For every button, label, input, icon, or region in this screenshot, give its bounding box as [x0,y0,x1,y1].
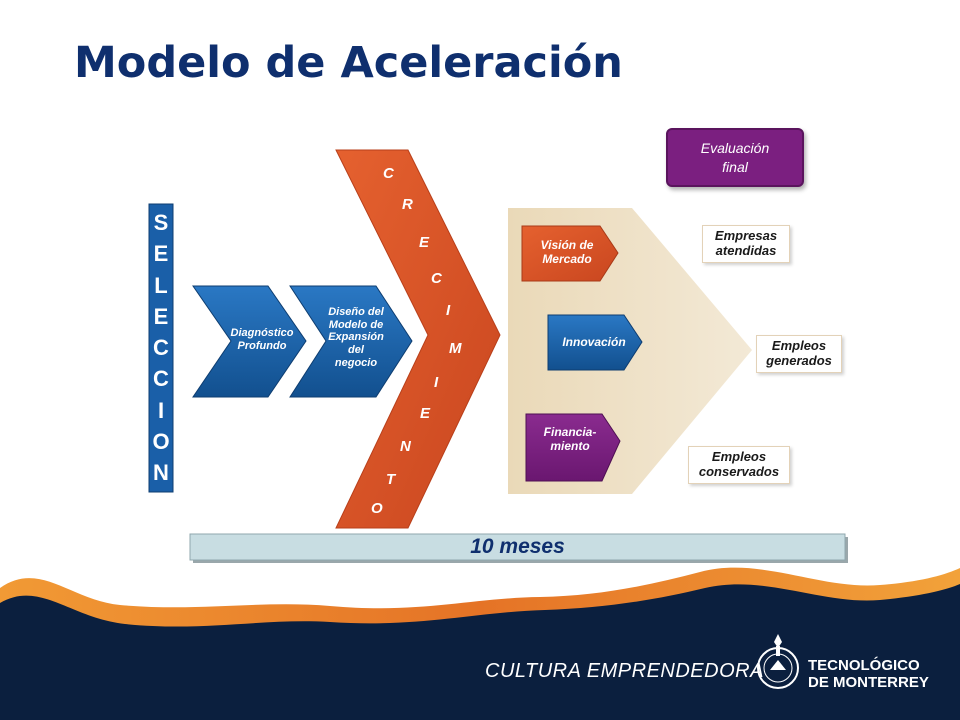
seleccion-letter: S [153,210,169,235]
brand-name: TECNOLÓGICO DE MONTERREY [808,657,929,692]
crecimiento-letter: I [434,374,439,391]
diagnostico-label: Diagnóstico Profundo [230,327,294,352]
seleccion-letter: E [153,241,169,267]
crecimiento-letter: T [386,471,396,488]
crecimiento-letter: E [419,234,430,251]
financiamiento-label: Financia- miento [543,425,597,453]
seleccion-letter: C [153,366,169,392]
brand-line1: TECNOLÓGICO [808,657,920,674]
crecimiento-letter: N [400,438,411,455]
crecimiento-letter: R [402,196,413,213]
outcome-empleos-generados: Empleos generados [756,335,842,373]
footer-tagline: CULTURA EMPRENDEDORA [485,660,764,682]
brand-line2: DE MONTERREY [808,674,929,692]
seleccion-letter: L [154,272,168,298]
footer-navy [0,584,960,720]
innovacion-label: Innovación [562,335,626,349]
seleccion-letter: N [153,460,169,485]
crecimiento-letter: I [446,302,451,319]
seleccion-letter: C [153,335,169,360]
evaluacion-line1: Evaluación [700,140,770,157]
outcome-empleos-conservados: Empleos conservados [688,446,790,484]
vision-label: Visión de Mercado [540,238,594,266]
diseno-label: Diseño del Modelo de Expansión del negoc… [328,306,384,369]
innovacion-shape [547,314,643,371]
crecimiento-letter: O [371,500,383,517]
seleccion-letter: I [157,397,165,423]
crecimiento-letter: E [420,405,431,422]
crecimiento-band [335,149,501,529]
diagnostico-chevron [192,285,307,398]
seleccion-letter: O [152,428,170,454]
seleccion-letter: E [153,303,169,329]
evaluacion-final-box: Evaluación final [666,128,804,187]
institution-seal-icon [757,634,799,689]
crecimiento-letter: M [449,340,462,357]
timeline-label: 10 meses [470,535,565,558]
timeline-bar [189,533,846,561]
financiamiento-shape [525,413,621,482]
diseno-chevron [289,285,413,398]
crecimiento-letter: C [383,165,394,182]
page-title: Modelo de Aceleración [74,38,623,88]
vision-shape [521,225,619,282]
outcome-empresas: Empresas atendidas [702,225,790,263]
seleccion-bar [148,203,174,493]
crecimiento-letter: C [431,270,442,287]
evaluacion-line2: final [722,158,748,175]
